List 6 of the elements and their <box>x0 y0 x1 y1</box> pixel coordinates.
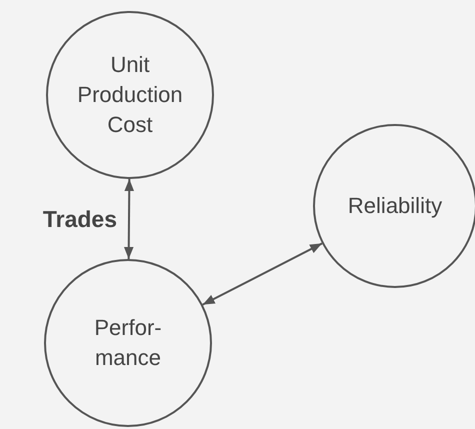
node-label: Unit Production Cost <box>76 51 184 139</box>
double-arrow <box>124 178 134 260</box>
node-label: Reliability <box>346 192 444 220</box>
double-arrow <box>202 242 322 306</box>
edge-label: Trades <box>42 205 117 233</box>
node-label: Perfor- mance <box>93 314 163 372</box>
